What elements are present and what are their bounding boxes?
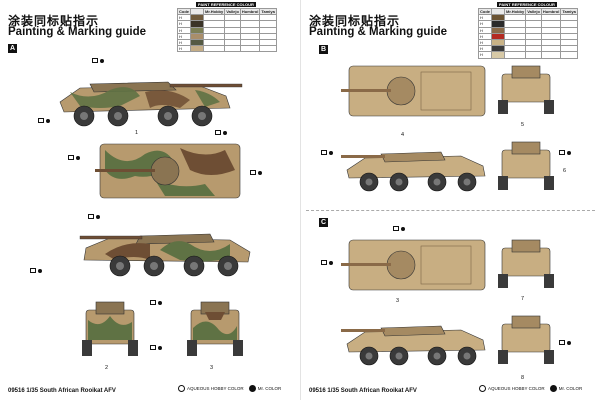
legend: AQUEOUS HOBBY COLOR Mr. COLOR <box>178 385 281 392</box>
page-title: Painting & Marking guide <box>8 26 147 38</box>
header-code: Code <box>177 7 191 16</box>
rear-view-camo <box>187 301 243 356</box>
part-number: 3 <box>210 365 214 371</box>
top-view-sand-b <box>341 65 486 117</box>
paint-callout <box>30 268 43 273</box>
header-tamiya: Tamiya <box>259 7 277 16</box>
legend: AQUEOUS HOBBY COLOR Mr. COLOR <box>479 385 582 392</box>
side-view-sand-c <box>341 325 486 366</box>
part-number: 8 <box>521 375 525 381</box>
table-row: H <box>478 26 578 34</box>
legend-hobby: AQUEOUS HOBBY COLOR <box>178 385 244 392</box>
paint-callout <box>321 150 334 155</box>
legend-hobby: AQUEOUS HOBBY COLOR <box>479 385 545 392</box>
top-view-sand-c <box>341 239 486 291</box>
part-number: 4 <box>401 132 405 138</box>
section-label-c: C <box>319 218 328 227</box>
paint-callout <box>559 340 572 345</box>
paint-callout <box>92 58 105 63</box>
side-view-sand-b <box>341 151 486 192</box>
table-row: H <box>177 45 277 53</box>
part-number: 5 <box>521 122 525 128</box>
front-view-sand-c <box>498 239 554 288</box>
paint-callout <box>150 345 163 350</box>
footer-model: 09516 1/35 South African Rooikat AFV <box>8 388 116 394</box>
paint-callout <box>150 300 163 305</box>
header-vallejo: Vallejo <box>224 7 241 16</box>
paint-callout <box>68 155 81 160</box>
header-mrhobby: Mr.Hobby <box>202 7 226 16</box>
page-title-chinese: 涂装同标贴指示 <box>309 14 401 28</box>
table-row: H <box>177 26 277 34</box>
page-title-chinese: 涂装同标贴指示 <box>8 14 100 28</box>
top-view-camo <box>95 143 241 199</box>
paint-callout <box>38 118 51 123</box>
paint-callout <box>88 214 101 219</box>
header-tamiya: Tamiya <box>560 7 578 16</box>
part-number: 3 <box>396 298 400 304</box>
page-title: Painting & Marking guide <box>309 26 448 38</box>
header-humbrol: Humbrol <box>540 7 562 16</box>
part-number: 2 <box>105 365 109 371</box>
section-divider <box>306 210 595 211</box>
section-label-a: A <box>8 44 17 53</box>
header-vallejo: Vallejo <box>525 7 542 16</box>
part-number: 6 <box>563 168 567 174</box>
left-instruction-sheet: 涂装同标贴指示 Painting & Marking guide Code Mr… <box>8 2 282 394</box>
right-instruction-sheet: 涂装同标贴指示 Painting & Marking guide Code Mr… <box>300 0 600 400</box>
legend-mr: Mr. COLOR <box>549 385 582 392</box>
paint-callout <box>393 226 406 231</box>
part-number: 1 <box>135 130 139 136</box>
front-view-sand-b <box>498 65 554 114</box>
rear-view-sand-c <box>498 315 554 364</box>
rear-view-sand-b <box>498 141 554 190</box>
header-humbrol: Humbrol <box>239 7 261 16</box>
paint-callout <box>559 150 572 155</box>
paint-reference-table: Code Mr.Hobby Vallejo Humbrol Tamiya H H… <box>177 7 277 53</box>
paint-reference-caption: PAINT REFERENCE COLOUR <box>497 2 557 7</box>
side-view-camo-right <box>79 233 251 277</box>
front-view-camo <box>82 301 138 356</box>
paint-callout <box>250 170 263 175</box>
paint-callout <box>321 260 334 265</box>
paint-callout <box>215 130 228 135</box>
footer-model: 09516 1/35 South African Rooikat AFV <box>309 388 417 394</box>
header-code: Code <box>478 7 492 16</box>
table-row: H <box>478 38 578 47</box>
legend-mr: Mr. COLOR <box>248 385 281 392</box>
paint-reference-table: Code Mr.Hobby Vallejo Humbrol Tamiya H H… <box>478 7 578 59</box>
table-row: H <box>478 51 578 59</box>
section-label-b: B <box>319 45 328 54</box>
side-view-camo <box>59 81 243 127</box>
paint-reference-caption: PAINT REFERENCE COLOUR <box>196 2 256 7</box>
header-mrhobby: Mr.Hobby <box>503 7 527 16</box>
part-number: 7 <box>521 296 525 302</box>
